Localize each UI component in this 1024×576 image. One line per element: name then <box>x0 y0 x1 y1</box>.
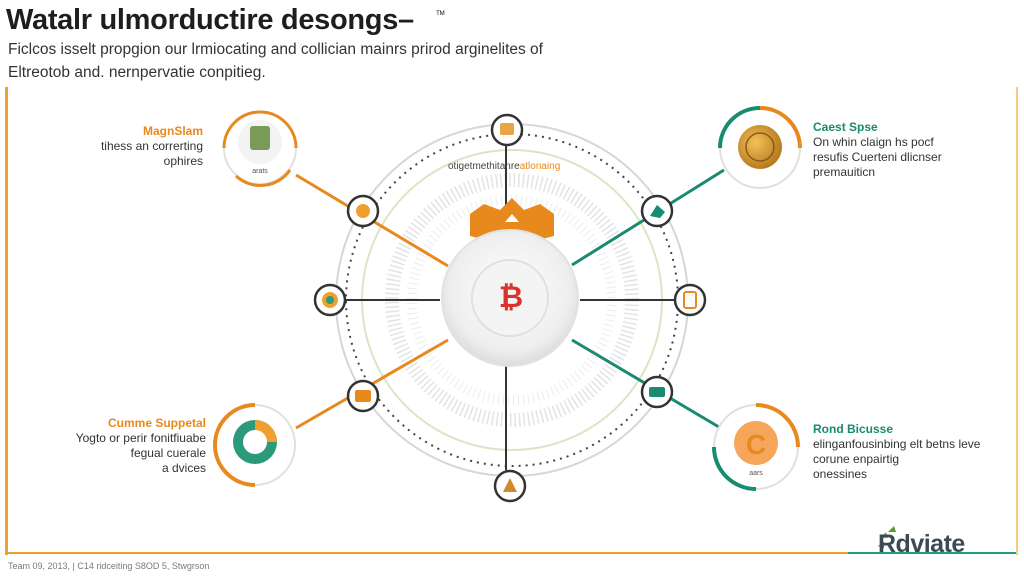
feature-circle-bottom-right[interactable]: C <box>712 403 800 491</box>
frame-bottom-accent <box>848 552 1016 554</box>
feature-label-rond-bicusse: Rond Bicusse elinganfousinbing elt betns… <box>813 422 1013 482</box>
footer-note: Team 09, 2013, | C14 ridceiting S8OD 5, … <box>8 561 210 571</box>
feature-label-cumme-suppetal: Cumme Suppetal Yogto or perir fonitfiuab… <box>40 416 206 476</box>
node-left[interactable] <box>313 283 347 317</box>
crown-badge <box>470 198 554 242</box>
page-subtitle: Ficlcos isselt propgion our lrmiocating … <box>8 41 543 81</box>
hub-label-highlight: atlonaing <box>519 161 561 172</box>
node-lower-right[interactable] <box>640 375 674 409</box>
feature-caption-top-left: arats <box>252 168 268 175</box>
feature-line: onessines <box>813 467 868 481</box>
feature-line: premauiticn <box>813 165 876 179</box>
svg-text:C: C <box>746 429 766 460</box>
feature-line: tihess an correrting <box>100 139 203 153</box>
brand-logo[interactable]: Rdviate <box>878 530 965 558</box>
feature-line: corune enpairtig <box>813 452 900 466</box>
node-upper-left[interactable] <box>346 194 380 228</box>
feature-title: Cumme Suppetal <box>107 416 206 430</box>
feature-line: a dvices <box>161 461 206 475</box>
frame-right-border <box>1016 87 1018 555</box>
bitcoin-icon: ₿ <box>498 280 524 315</box>
feature-label-magnslam: MagnSlam tihess an correrting ophires <box>60 124 203 169</box>
node-top[interactable] <box>490 113 524 147</box>
node-lower-left[interactable] <box>346 379 380 413</box>
feature-line: ophires <box>163 154 203 168</box>
feature-title: MagnSlam <box>142 124 203 138</box>
feature-circle-top-left[interactable] <box>222 110 298 187</box>
feature-title: Caest Spse <box>813 120 878 134</box>
feature-circle-bottom-left[interactable] <box>213 403 296 487</box>
page-title: Watalr ulmorductire desongs– <box>6 4 414 36</box>
hub-label: otigetmethitanreatlonaing <box>448 161 560 172</box>
feature-circle-top-right[interactable] <box>718 106 802 189</box>
node-upper-right[interactable] <box>640 194 674 228</box>
frame-left-border <box>5 87 8 555</box>
feature-title: Rond Bicusse <box>813 422 894 436</box>
feature-label-caest-spse: Caest Spse On whin claign hs pocf resufi… <box>813 120 1003 180</box>
feature-line: elinganfousinbing elt betns leve <box>813 437 981 451</box>
node-right[interactable] <box>673 283 707 317</box>
node-bottom[interactable] <box>493 469 527 503</box>
trademark-mark: ᵀᴹ <box>436 9 445 19</box>
feature-line: fegual cuerale <box>130 446 206 460</box>
hub-label-text: otigetmethitanre <box>448 161 520 172</box>
feature-line: resufis Cuerteni dlicnser <box>813 150 942 164</box>
feature-line: On whin claign hs pocf <box>813 135 934 149</box>
feature-caption-bottom-right: aars <box>749 470 763 477</box>
frame-bottom-border <box>8 552 848 554</box>
leaf-logo-icon <box>878 526 896 548</box>
feature-line: Yogto or perir fonitfiuabe <box>75 431 206 445</box>
